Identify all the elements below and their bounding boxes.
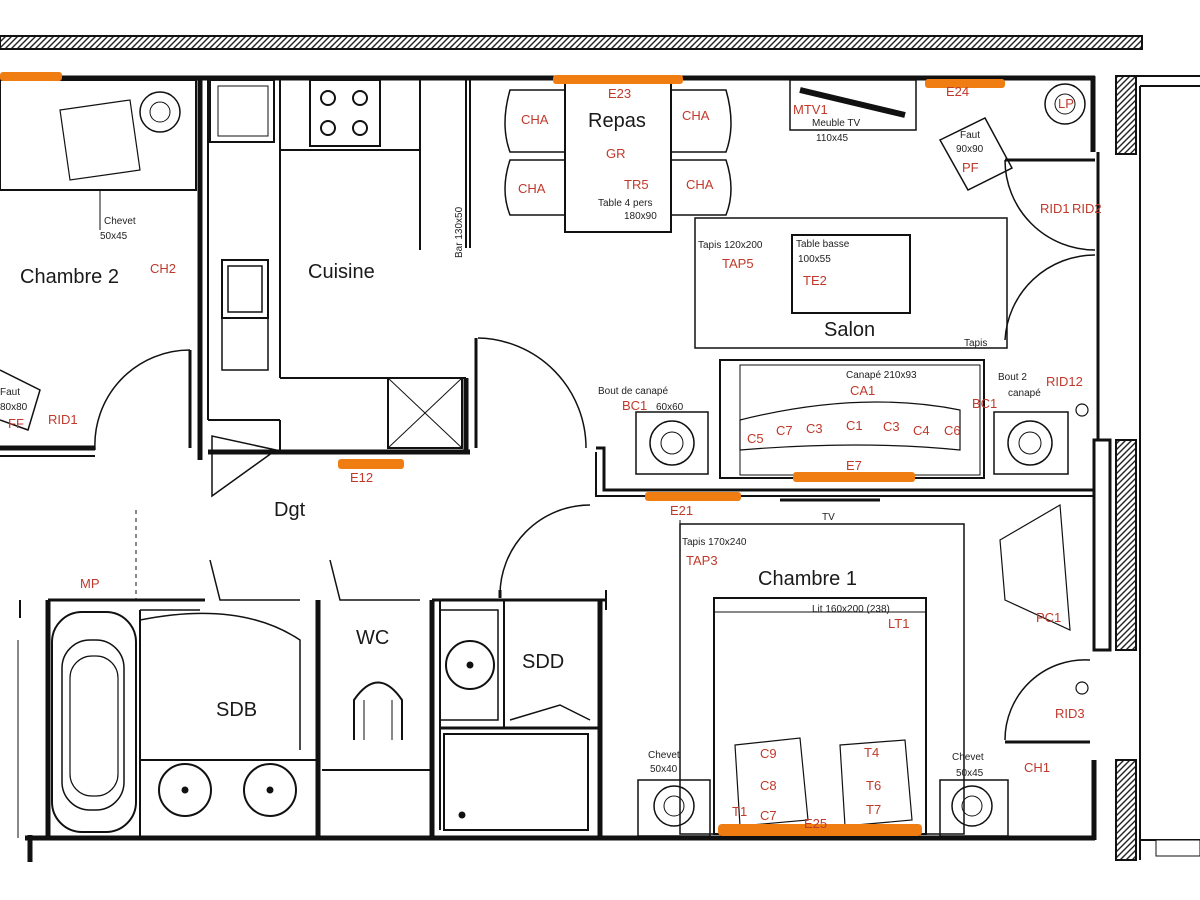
note-canape: Canapé 210x93	[846, 370, 917, 381]
code-t7: T7	[866, 802, 881, 817]
lamp-circles	[1075, 403, 1089, 695]
note-fauteuil-ch2-dim: 80x80	[0, 402, 28, 413]
note-meuble-tv: Meuble TV	[812, 118, 861, 129]
code-pf: PF	[962, 160, 979, 175]
code-c5: C5	[747, 431, 764, 446]
code-cha-1: CHA	[521, 112, 549, 127]
note-chevet-right-dim: 50x45	[956, 768, 984, 779]
armchair-corner	[938, 83, 1086, 191]
note-bout2-sub: canapé	[1008, 388, 1041, 399]
room-label-sdd: SDD	[522, 651, 564, 673]
code-c3b: C3	[883, 419, 900, 434]
code-rid12: RID12	[1046, 374, 1083, 389]
chambre1-furniture	[637, 498, 1071, 837]
note-table-repas-dim: 180x90	[624, 211, 657, 222]
note-tapis-salon: Tapis 120x200	[698, 240, 763, 251]
tv-stand	[789, 79, 917, 131]
code-t4: T4	[864, 745, 879, 760]
interior-walls	[0, 78, 1095, 838]
code-cha-2: CHA	[682, 108, 710, 123]
code-e25: E25	[804, 816, 827, 831]
code-rid1: RID1	[48, 412, 78, 427]
highlight-bars	[0, 72, 1005, 836]
code-ch1: CH1	[1024, 760, 1050, 775]
room-label-wc: WC	[356, 627, 389, 649]
code-te2: TE2	[803, 273, 827, 288]
note-chevet-ch2-dim: 50x45	[100, 231, 128, 242]
code-t1: T1	[732, 804, 747, 819]
code-e7: E7	[846, 458, 862, 473]
code-c6: C6	[944, 423, 961, 438]
door-swings	[94, 158, 1096, 744]
note-table-basse: Table basse	[796, 239, 850, 250]
code-cha-4: CHA	[686, 177, 714, 192]
sdd-fixtures	[439, 609, 499, 819]
code-e12: E12	[350, 470, 373, 485]
code-c4: C4	[913, 423, 930, 438]
exterior-wall-right	[1090, 75, 1200, 861]
note-lit: Lit 160x200 (238)	[812, 604, 890, 615]
bathtub	[51, 611, 137, 833]
code-e24: E24	[946, 84, 969, 99]
note-tapis-ch1: Tapis 170x240	[682, 537, 747, 548]
exterior-wall-bottom	[25, 835, 1095, 862]
note-bout-canape-dim: 60x60	[656, 402, 684, 413]
room-label-sdb: SDB	[216, 699, 257, 721]
note-meuble-tv-dim: 110x45	[816, 133, 849, 144]
code-bc1-right: BC1	[972, 396, 997, 411]
note-table-repas: Table 4 pers	[598, 198, 652, 209]
note-fauteuil-ch2: Faut	[0, 387, 20, 398]
code-c7b: C7	[760, 808, 777, 823]
note-bout-canape: Bout de canapé	[598, 386, 668, 397]
code-ch2: CH2	[150, 261, 176, 276]
code-cha-3: CHA	[518, 181, 546, 196]
code-c9: C9	[760, 746, 777, 761]
code-lt1: LT1	[888, 616, 909, 631]
note-chevet-ch2: Chevet	[104, 216, 136, 227]
chambre2-furniture	[0, 79, 197, 431]
exterior-wall-top	[0, 35, 1143, 81]
note-bar: Bar 130x50	[454, 206, 465, 258]
room-label-chambre-2: Chambre 2	[20, 266, 119, 288]
code-pc1: PC1	[1036, 610, 1061, 625]
code-lp: LP	[1058, 96, 1074, 111]
wc-toilet	[353, 681, 403, 740]
code-rid2: RID2	[1072, 201, 1102, 216]
code-tap5: TAP5	[722, 256, 754, 271]
room-label-repas: Repas	[588, 110, 646, 132]
note-fauteuil: Faut	[960, 130, 980, 141]
code-c1: C1	[846, 418, 863, 433]
code-c7: C7	[776, 423, 793, 438]
code-c3: C3	[806, 421, 823, 436]
code-e23: E23	[608, 86, 631, 101]
code-bc1-left: BC1	[622, 398, 647, 413]
code-ff: FF	[8, 416, 24, 431]
salon-furniture	[635, 217, 1069, 479]
code-mp: MP	[80, 576, 100, 591]
code-tap3: TAP3	[686, 553, 718, 568]
note-tv: TV	[822, 512, 835, 523]
code-tr5: TR5	[624, 177, 649, 192]
code-mtv1: MTV1	[793, 102, 828, 117]
note-table-basse-dim: 100x55	[798, 254, 831, 265]
code-rid1-right: RID1	[1040, 201, 1070, 216]
code-ca1: CA1	[850, 383, 875, 398]
code-e21: E21	[670, 503, 693, 518]
room-label-cuisine: Cuisine	[308, 261, 375, 283]
room-label-dgt: Dgt	[274, 499, 306, 521]
note-tapis: Tapis	[964, 338, 987, 349]
note-chevet-right: Chevet	[952, 752, 984, 763]
room-label-chambre-1: Chambre 1	[758, 568, 857, 590]
note-bout2: Bout 2	[998, 372, 1027, 383]
sdb-sinks	[139, 612, 301, 817]
room-label-salon: Salon	[824, 319, 875, 341]
code-gr: GR	[606, 146, 626, 161]
code-t6: T6	[866, 778, 881, 793]
code-c8: C8	[760, 778, 777, 793]
note-fauteuil-dim: 90x90	[956, 144, 984, 155]
note-chevet-left: Chevet	[648, 750, 680, 761]
code-rid3: RID3	[1055, 706, 1085, 721]
note-chevet-left-dim: 50x40	[650, 764, 678, 775]
